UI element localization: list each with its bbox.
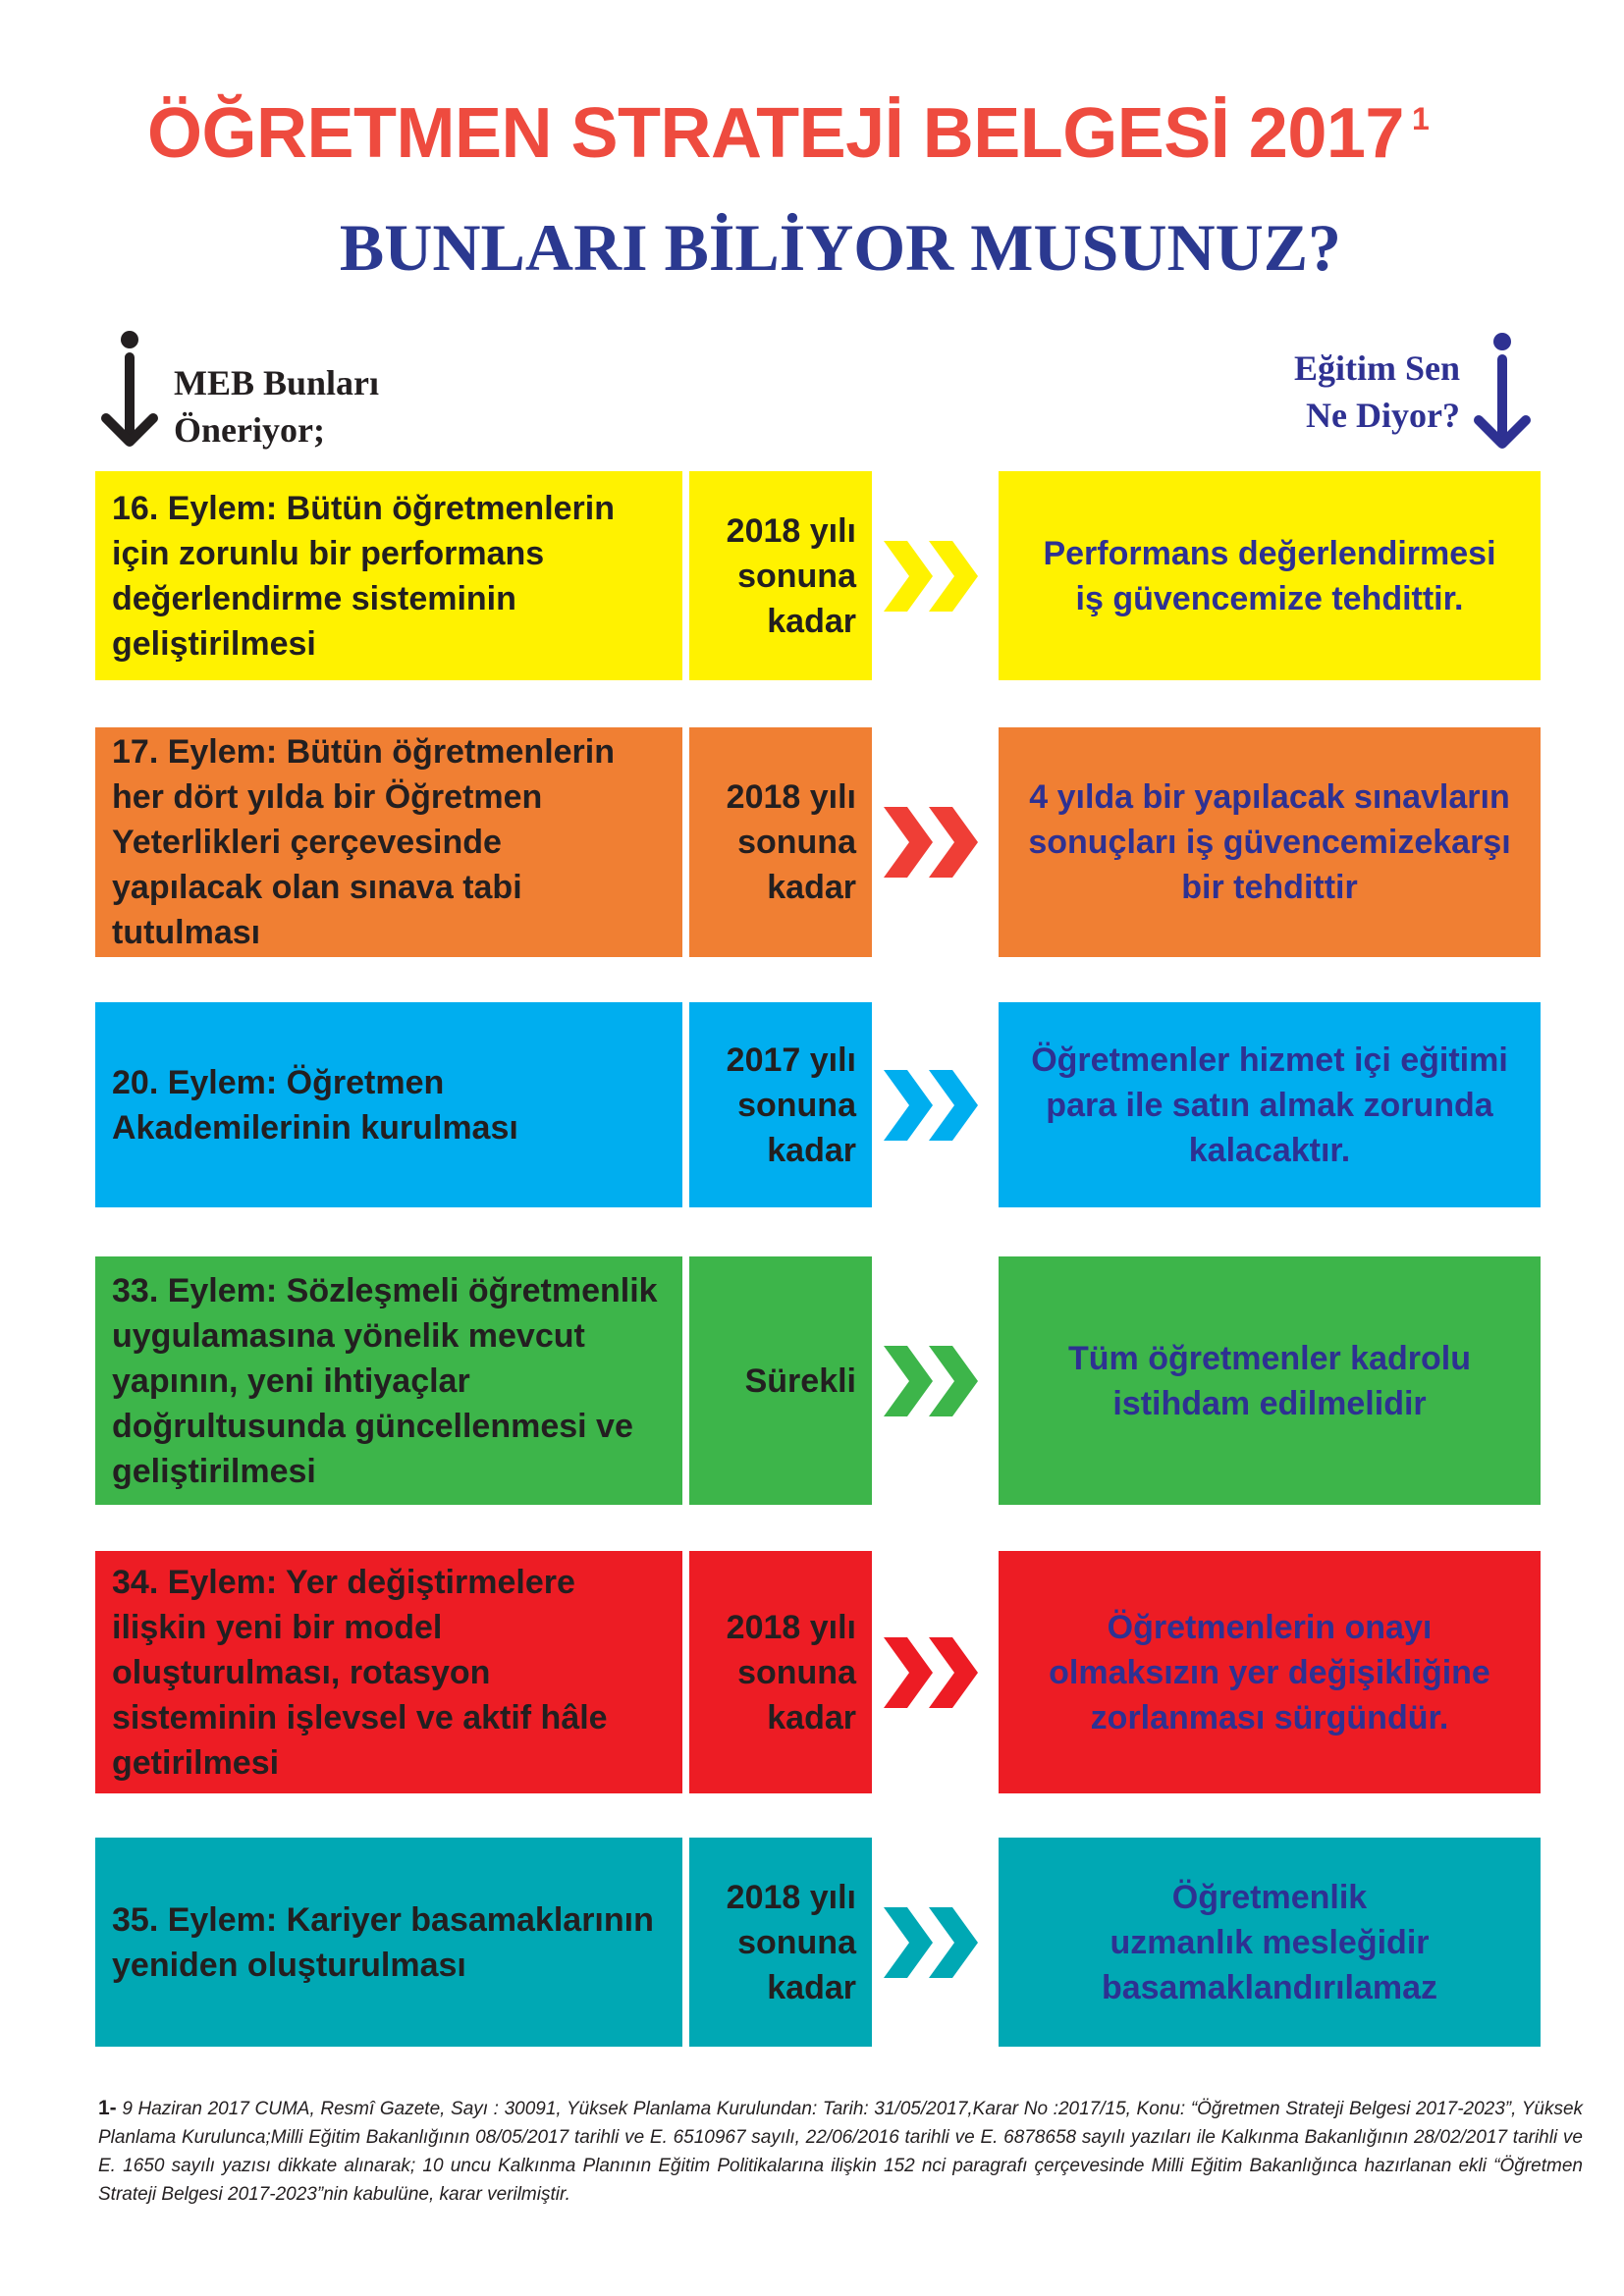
response-box: Öğretmenlik uzmanlık mesleğidir basamakl…	[999, 1838, 1541, 2047]
chevron-1	[884, 1636, 933, 1708]
chevron-1	[884, 1345, 933, 1416]
response-text: Öğretmenlik uzmanlık mesleğidir basamakl…	[1101, 1878, 1438, 2006]
chevron-2	[929, 1906, 978, 1978]
arrow-dot	[1493, 333, 1511, 350]
response-box: Öğretmenler hizmet içi eğitimi para ile …	[999, 1002, 1541, 1207]
action-box: 20. Eylem: Öğretmen Akademilerinin kurul…	[95, 1002, 682, 1207]
footnote-marker: 1-	[98, 2097, 117, 2119]
response-box: Tüm öğretmenler kadrolu istihdam edilmel…	[999, 1256, 1541, 1505]
deadline-text: 2017 yılı sonuna kadar	[726, 1041, 856, 1169]
deadline-box: 2018 yılı sonuna kadar	[689, 1551, 872, 1793]
row-eylem-17: 17. Eylem: Bütün öğretmenlerin her dört …	[0, 727, 1624, 957]
chevron-1	[884, 1906, 933, 1978]
response-text: 4 yılda bir yapılacak sınavların sonuçla…	[1028, 778, 1511, 906]
chevron-1	[884, 1069, 933, 1141]
action-box: 35. Eylem: Kariyer basamaklarının yenide…	[95, 1838, 682, 2047]
deadline-text: 2018 yılı sonuna kadar	[726, 1878, 856, 2006]
action-text: 17. Eylem: Bütün öğretmenlerin her dört …	[112, 733, 615, 951]
deadline-text: 2018 yılı sonuna kadar	[726, 511, 856, 640]
row-eylem-33: 33. Eylem: Sözleşmeli öğretmenlik uygula…	[0, 1256, 1624, 1505]
double-chevron-right-icon	[884, 1069, 978, 1141]
page-subtitle: BUNLARI BİLİYOR MUSUNUZ?	[339, 210, 1342, 285]
chevron-2	[929, 1069, 978, 1141]
row-eylem-35: 35. Eylem: Kariyer basamaklarının yenide…	[0, 1838, 1624, 2047]
deadline-text: Sürekli	[744, 1362, 856, 1400]
page-title-text: ÖĞRETMEN STRATEJİ BELGESİ 2017	[147, 94, 1404, 173]
action-box: 33. Eylem: Sözleşmeli öğretmenlik uygula…	[95, 1256, 682, 1505]
action-text: 20. Eylem: Öğretmen Akademilerinin kurul…	[112, 1063, 518, 1147]
deadline-box: 2018 yılı sonuna kadar	[689, 471, 872, 680]
response-text: Öğretmenlerin onayı olmaksızın yer değiş…	[1049, 1608, 1490, 1736]
double-chevron-right-icon	[884, 1906, 978, 1978]
deadline-box: 2017 yılı sonuna kadar	[689, 1002, 872, 1207]
deadline-text: 2018 yılı sonuna kadar	[726, 778, 856, 906]
row-eylem-34: 34. Eylem: Yer değiştirmelere ilişkin ye…	[0, 1551, 1624, 1793]
action-text: 35. Eylem: Kariyer basamaklarının yenide…	[112, 1900, 654, 1984]
chevron-2	[929, 1345, 978, 1416]
double-chevron-right-icon	[884, 540, 978, 612]
action-text: 33. Eylem: Sözleşmeli öğretmenlik uygula…	[112, 1271, 658, 1490]
arrow-dot	[121, 331, 138, 348]
chevron-1	[884, 807, 933, 878]
chevron-1	[884, 540, 933, 612]
action-box: 17. Eylem: Bütün öğretmenlerin her dört …	[95, 727, 682, 957]
arrow-head	[1474, 415, 1531, 449]
chevron-2	[929, 1636, 978, 1708]
response-box: Öğretmenlerin onayı olmaksızın yer değiş…	[999, 1551, 1541, 1793]
chevron-2	[929, 807, 978, 878]
row-eylem-16: 16. Eylem: Bütün öğretmenlerin için zoru…	[0, 471, 1624, 680]
deadline-text: 2018 yılı sonuna kadar	[726, 1608, 856, 1736]
double-chevron-right-icon	[884, 1636, 978, 1708]
footnote-text: 9 Haziran 2017 CUMA, Resmî Gazete, Sayı …	[98, 2099, 1584, 2205]
response-box: 4 yılda bir yapılacak sınavların sonuçla…	[999, 727, 1541, 957]
action-box: 34. Eylem: Yer değiştirmelere ilişkin ye…	[95, 1551, 682, 1793]
deadline-box: Sürekli	[689, 1256, 872, 1505]
deadline-box: 2018 yılı sonuna kadar	[689, 1838, 872, 2047]
deadline-box: 2018 yılı sonuna kadar	[689, 727, 872, 957]
double-chevron-right-icon	[884, 1345, 978, 1416]
response-text: Performans değerlendirmesi iş güvencemiz…	[1043, 534, 1496, 617]
footnote: 1- 9 Haziran 2017 CUMA, Resmî Gazete, Sa…	[98, 2094, 1583, 2209]
row-eylem-20: 20. Eylem: Öğretmen Akademilerinin kurul…	[0, 1002, 1624, 1207]
egitim-sen-down-arrow-icon	[1474, 333, 1531, 449]
meb-down-arrow-icon	[101, 331, 158, 447]
chevron-2	[929, 540, 978, 612]
double-chevron-right-icon	[884, 807, 978, 878]
arrow-head	[101, 413, 158, 447]
response-text: Tüm öğretmenler kadrolu istihdam edilmel…	[1068, 1339, 1471, 1422]
action-text: 16. Eylem: Bütün öğretmenlerin için zoru…	[112, 489, 615, 663]
action-text: 34. Eylem: Yer değiştirmelere ilişkin ye…	[112, 1563, 608, 1782]
meb-column-label: MEB Bunları Öneriyor;	[174, 363, 380, 450]
title-footnote-mark: 1	[1411, 101, 1430, 136]
action-box: 16. Eylem: Bütün öğretmenlerin için zoru…	[95, 471, 682, 680]
response-text: Öğretmenler hizmet içi eğitimi para ile …	[1031, 1041, 1508, 1169]
egitim-sen-column-label: Eğitim Sen Ne Diyor?	[1293, 348, 1460, 435]
response-box: Performans değerlendirmesi iş güvencemiz…	[999, 471, 1541, 680]
